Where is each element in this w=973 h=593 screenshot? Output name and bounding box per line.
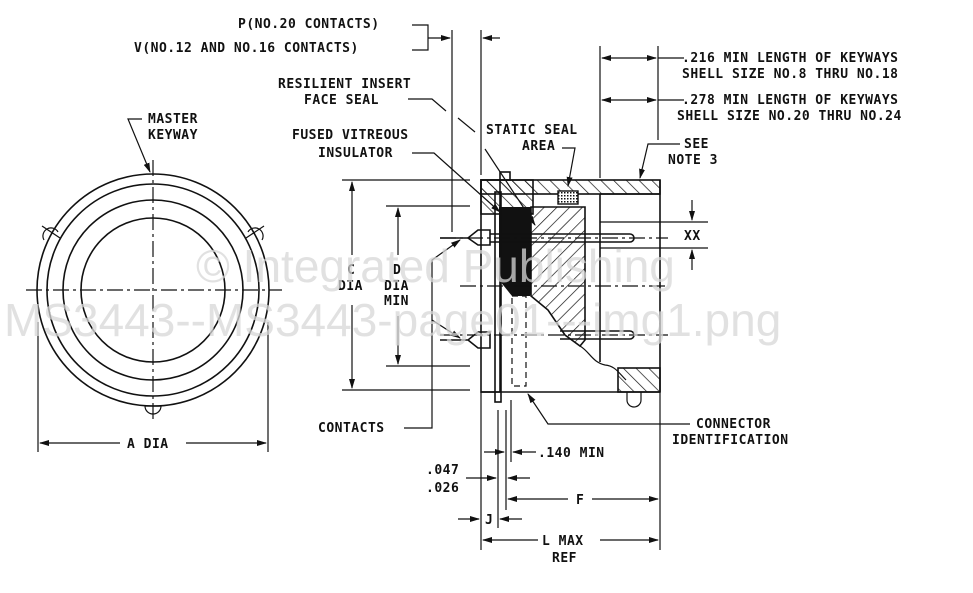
c-dia-label-2: DIA <box>338 279 363 294</box>
dim-026-label: .026 <box>426 481 459 496</box>
watermark-line-2: MS3443--MS3443-page01---img1.png <box>4 294 781 346</box>
static-seal-leader <box>562 147 576 187</box>
fused-vitreous-insulator <box>499 207 531 296</box>
keyway-bump-side <box>626 392 642 408</box>
static-seal-label-2: AREA <box>522 139 555 154</box>
static-seal <box>557 190 579 205</box>
section-view: P(NO.20 CONTACTS) V(NO.12 AND NO.16 CONT… <box>134 17 902 566</box>
l-max-label: L MAX <box>542 534 584 549</box>
front-view: MASTER KEYWAY A DIA <box>26 112 282 452</box>
ref-label: REF <box>552 551 577 566</box>
keyway-tick-left <box>41 225 61 239</box>
keyway-216-label-1: .216 MIN LENGTH OF KEYWAYS <box>682 51 899 66</box>
master-keyway-label-2: KEYWAY <box>148 128 198 143</box>
contacts-label: CONTACTS <box>318 421 385 436</box>
keyway-bump-right <box>247 227 264 241</box>
shell-bottom-wall <box>617 367 661 393</box>
flange-tab <box>499 171 511 181</box>
v-contacts-label: V(NO.12 AND NO.16 CONTACTS) <box>134 41 359 56</box>
resilient-insert-leader <box>408 98 447 112</box>
master-keyway-label-1: MASTER <box>148 112 198 127</box>
keyway-278-label-1: .278 MIN LENGTH OF KEYWAYS <box>682 93 899 108</box>
p-contacts-label: P(NO.20 CONTACTS) <box>238 17 380 32</box>
keyway-bump-bottom <box>144 405 162 415</box>
connector-id-label-2: IDENTIFICATION <box>672 433 789 448</box>
see-note-label-1: SEE <box>684 137 709 152</box>
connector-id-dashed <box>511 295 527 387</box>
a-dia-label: A DIA <box>127 437 169 452</box>
d-dia-label-3: MIN <box>384 294 409 309</box>
f-label: F <box>576 493 584 508</box>
connector-id-leader <box>527 393 690 425</box>
resilient-insert-label-1: RESILIENT INSERT <box>278 77 411 92</box>
static-seal-label-1: STATIC SEAL <box>486 123 578 138</box>
keyway-tick-right <box>245 225 265 239</box>
xx-label: XX <box>684 229 701 244</box>
contacts-leader <box>404 239 461 429</box>
connector-id-label-1: CONNECTOR <box>696 417 771 432</box>
d-dia-label-1: D <box>393 263 401 278</box>
p-v-bracket <box>412 24 429 51</box>
contacts-leader-2 <box>431 319 461 339</box>
resilient-insert-leader-2 <box>457 117 476 133</box>
keyway-278-label-2: SHELL SIZE NO.20 THRU NO.24 <box>677 109 902 124</box>
see-note-leader <box>639 143 680 179</box>
master-keyway-leader <box>127 118 151 173</box>
c-dia-label-1: C <box>347 263 355 278</box>
see-note-label-2: NOTE 3 <box>668 153 718 168</box>
j-label: J <box>485 513 493 528</box>
watermark-line-1: © Integrated Publishing <box>196 240 675 292</box>
break-line <box>579 345 627 381</box>
fused-vitreous-label-1: FUSED VITREOUS <box>292 128 409 143</box>
d-dia-label-2: DIA <box>384 279 409 294</box>
keyway-216-label-2: SHELL SIZE NO.8 THRU NO.18 <box>682 67 899 82</box>
face-plate <box>494 191 502 403</box>
dim-047-label: .047 <box>426 463 459 478</box>
resilient-insert-label-2: FACE SEAL <box>304 93 379 108</box>
keyway-bump-left <box>42 227 59 241</box>
fused-vitreous-label-2: INSULATOR <box>318 146 393 161</box>
fused-vitreous-leader <box>412 152 501 213</box>
min140-label: .140 MIN <box>538 446 605 461</box>
